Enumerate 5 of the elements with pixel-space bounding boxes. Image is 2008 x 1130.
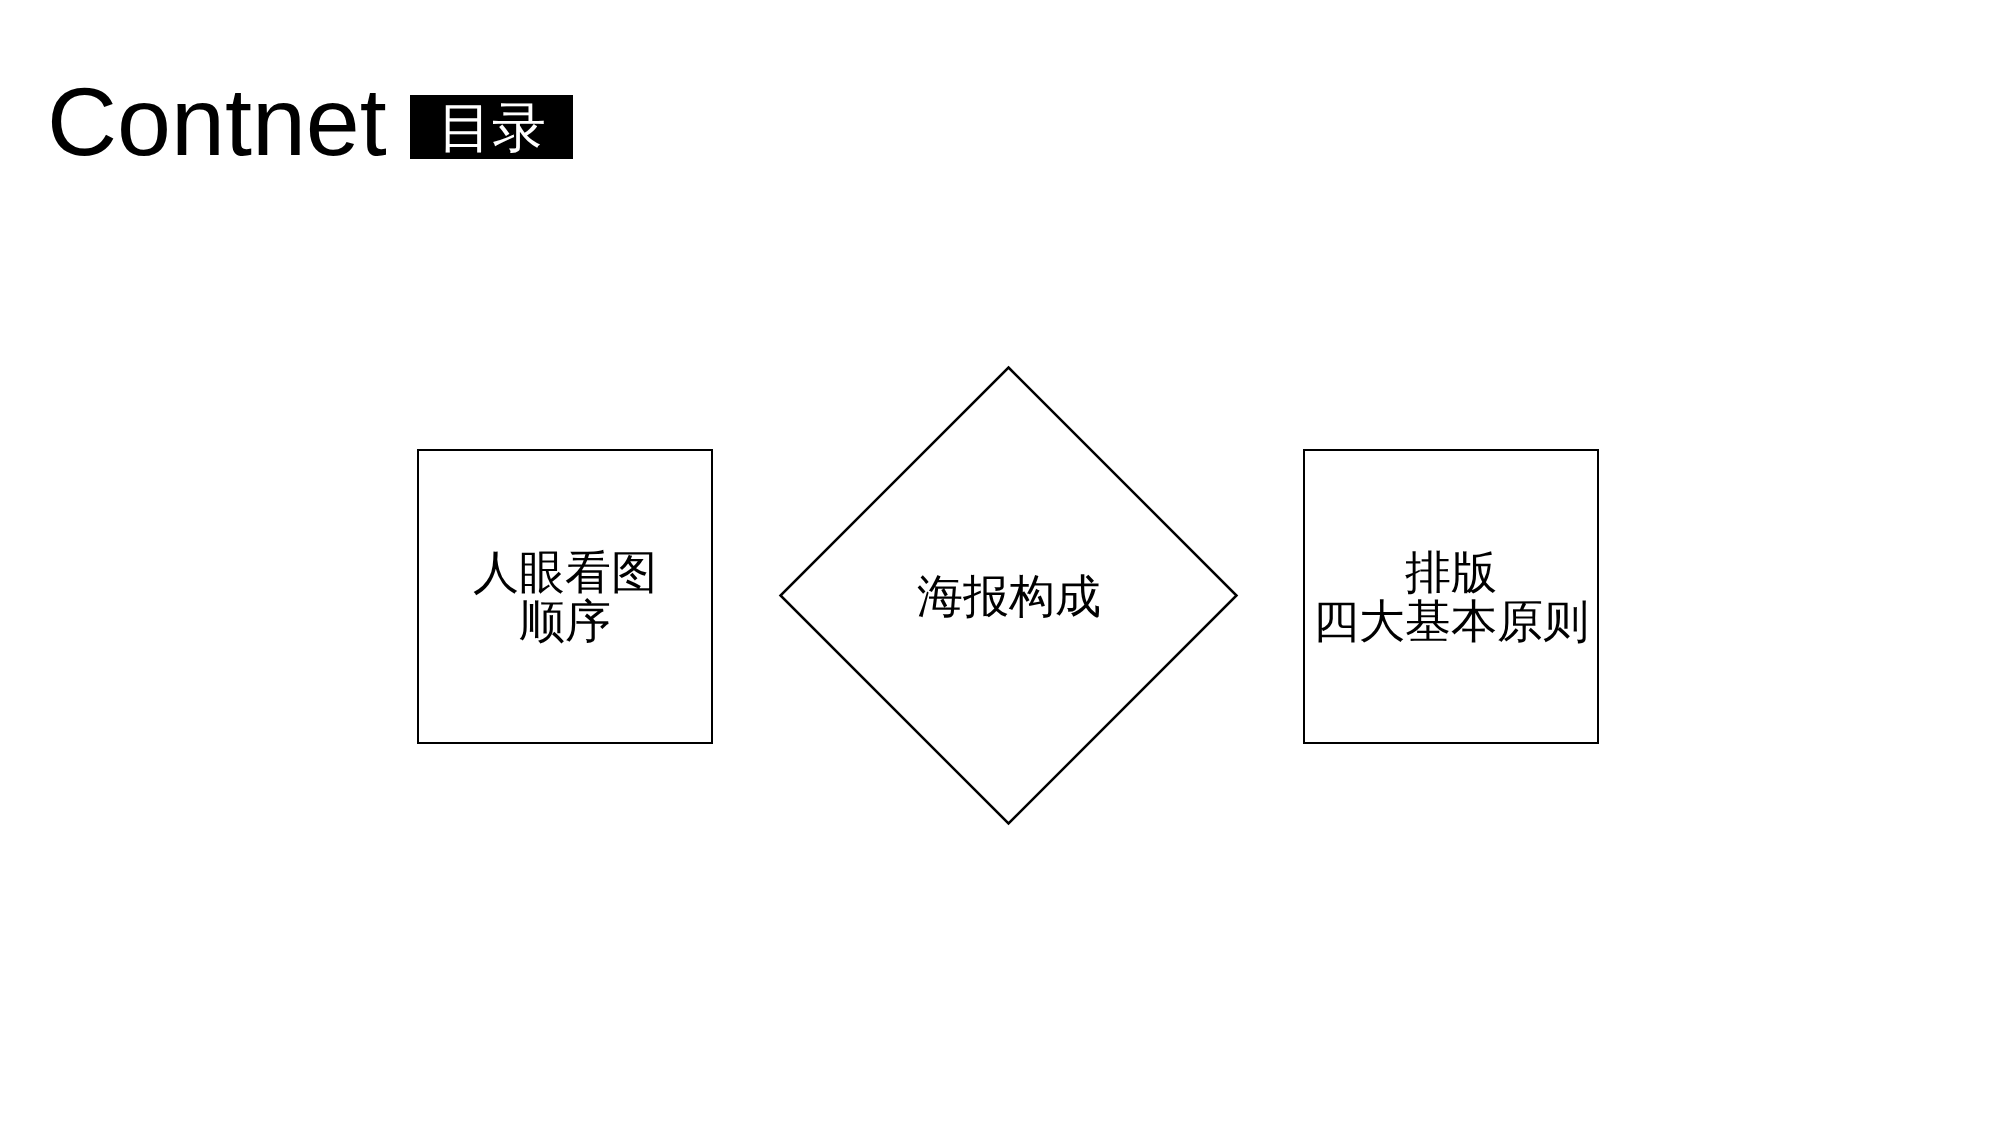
diamond-label: 海报构成: [916, 571, 1101, 620]
text-box: 排版四大基本原则: [1303, 449, 1599, 744]
page-title: Contnet: [47, 73, 387, 170]
heading-tag: 目录: [410, 95, 573, 159]
text-box: 人眼看图顺序: [417, 449, 713, 744]
